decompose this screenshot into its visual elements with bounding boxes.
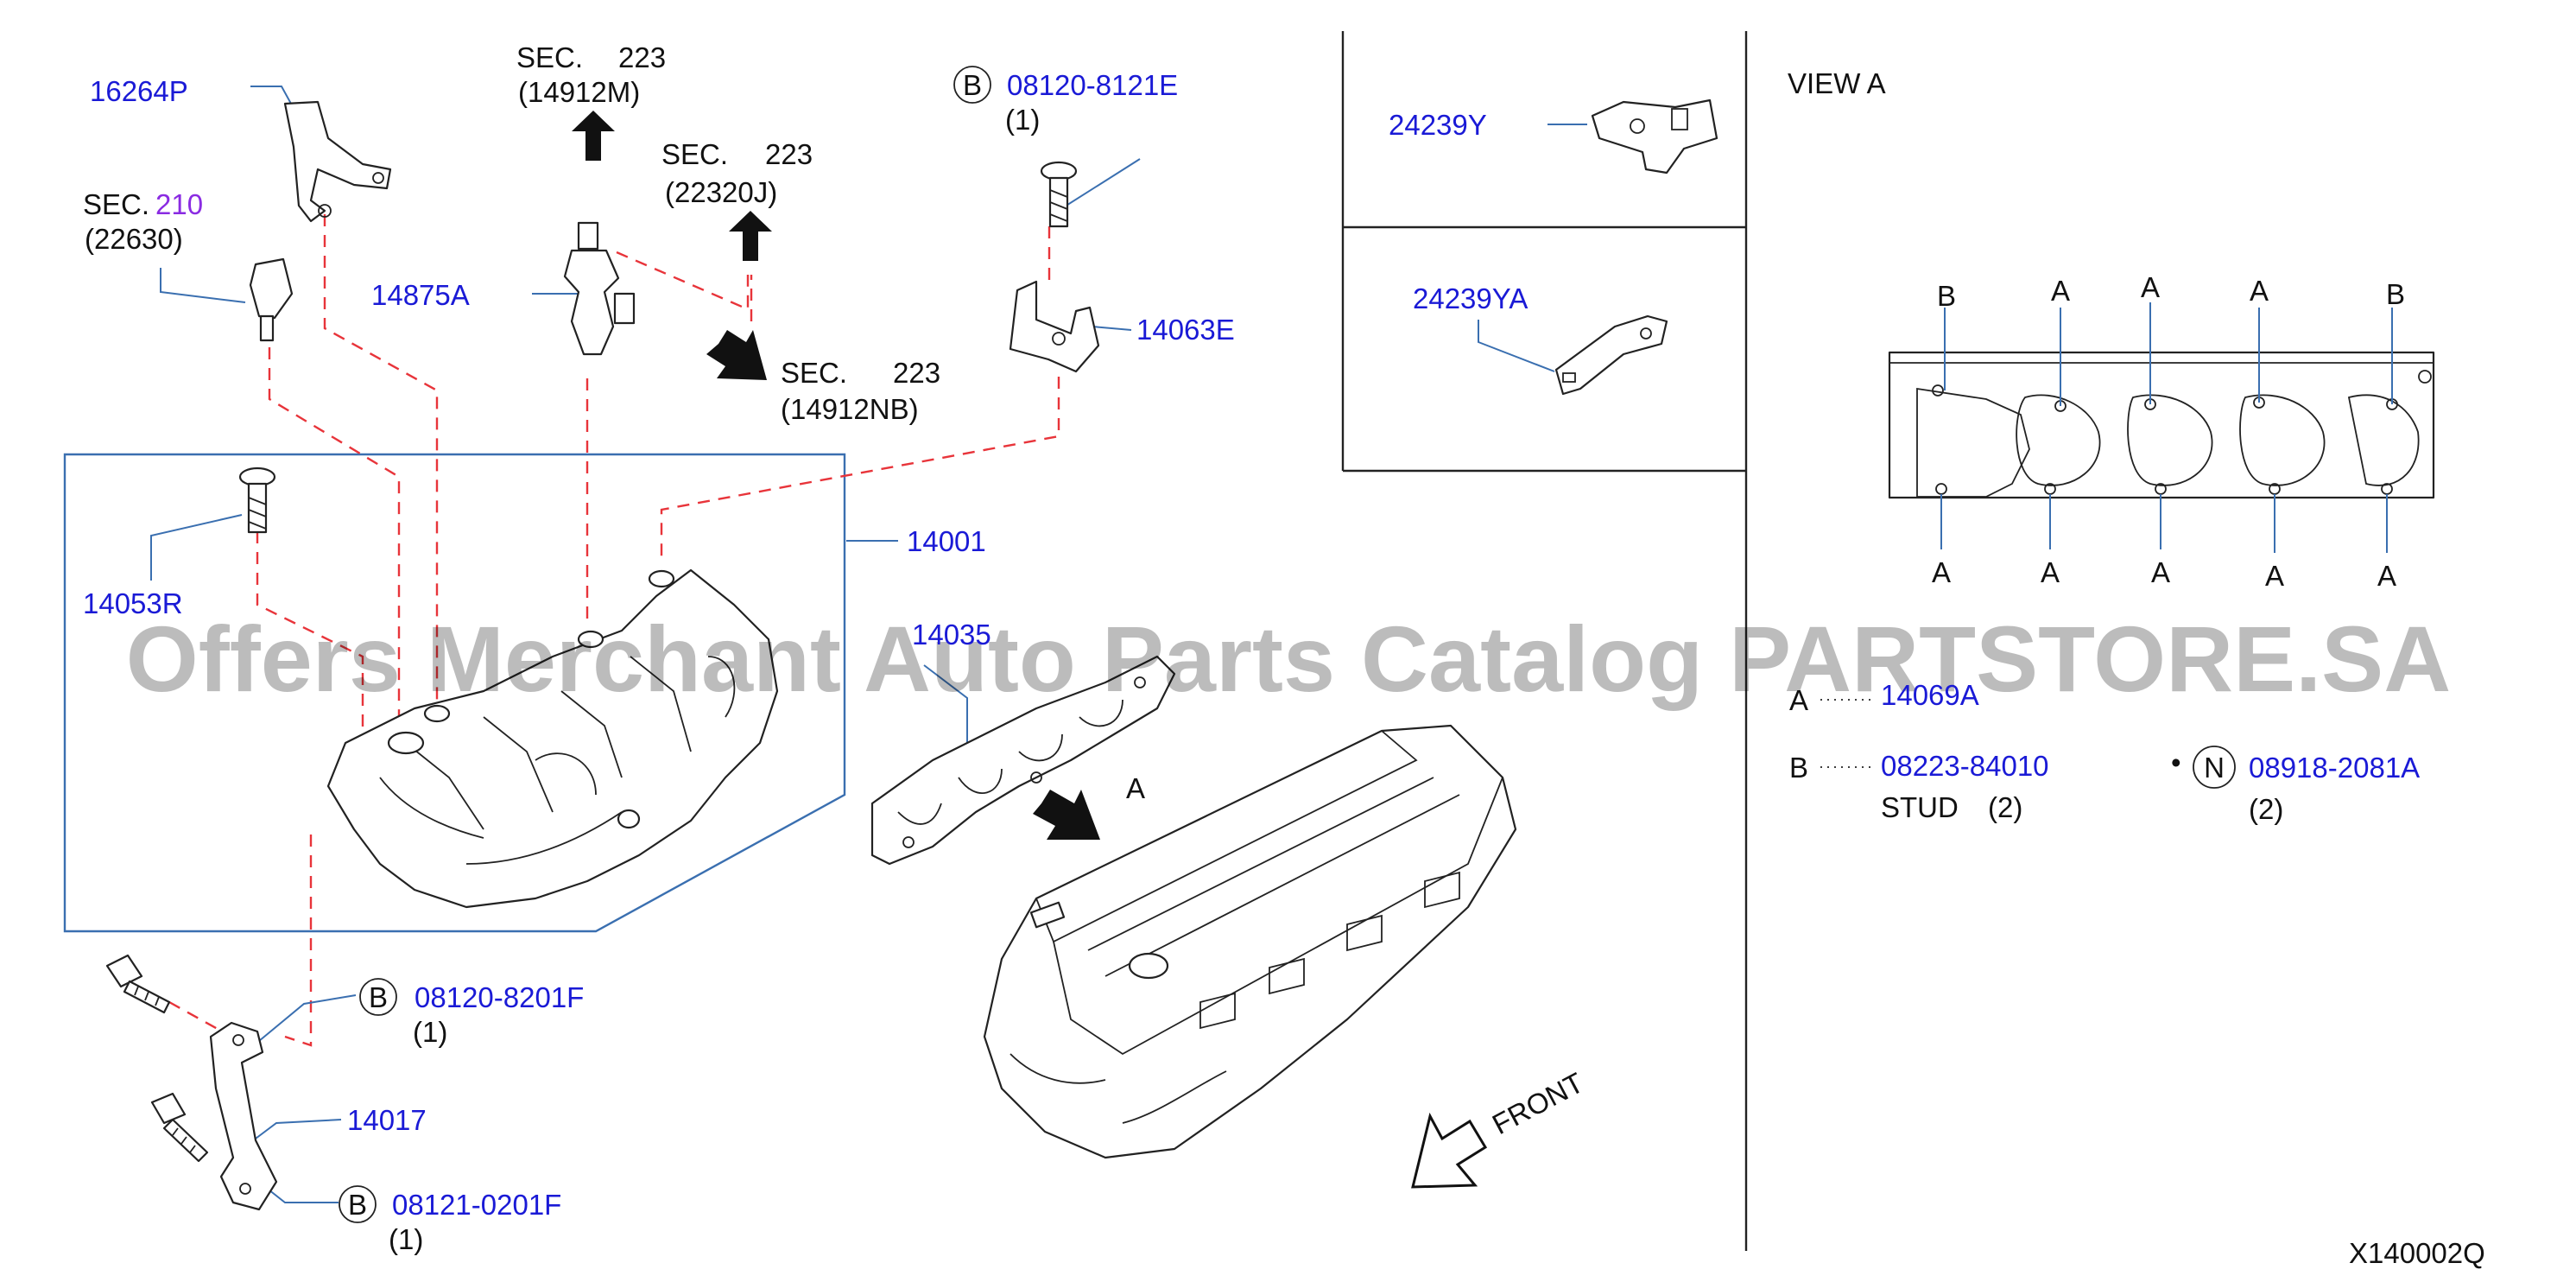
view-a-label: A (2051, 275, 2070, 307)
section-ref-number: 223 (618, 41, 666, 73)
section-ref-sec: SEC. (83, 188, 149, 220)
bolt-qty: (1) (389, 1223, 423, 1255)
gasket-14035-drawing (870, 655, 1176, 866)
bolt-prefix-b: B (963, 69, 982, 101)
section-ref-number: 223 (893, 357, 940, 389)
section-ref-code: (22630) (85, 223, 183, 255)
legend-b-part[interactable]: 08223-84010 (1881, 750, 2049, 782)
section-ref-223-22320j[interactable]: SEC. 223 (22320J) (661, 138, 813, 208)
injector-14875a-drawing (563, 221, 636, 356)
bolt-prefix-b: B (369, 981, 388, 1013)
section-ref-number: 223 (765, 138, 813, 170)
legend-a-key: A (1789, 684, 1808, 716)
arrow-right-14912nb-icon (706, 330, 767, 380)
view-a-label: A (2250, 275, 2269, 307)
view-a-bottom-labels: A A A A A (1932, 556, 2396, 592)
view-a-arrow-label: A (1126, 772, 1145, 804)
part-label-14063e[interactable]: 14063E (1136, 314, 1235, 346)
bracket-24239ya-drawing (1554, 314, 1668, 396)
bolt-number-08121-0201f[interactable]: 08121-0201F (392, 1189, 561, 1221)
view-a-title: VIEW A (1788, 67, 1886, 99)
part-label-14001[interactable]: 14001 (907, 525, 986, 557)
section-ref-210[interactable]: SEC. 210 (22630) (83, 188, 203, 255)
view-a-label: A (2041, 556, 2060, 588)
view-a-label: A (2377, 560, 2396, 592)
part-label-14875a[interactable]: 14875A (371, 279, 470, 311)
view-a-label: A (2265, 560, 2284, 592)
view-a-leaders (1940, 302, 2393, 553)
view-a-top-labels: B A A A B (1937, 271, 2405, 312)
front-arrow-icon (1411, 1112, 1488, 1189)
bolt-14053r-drawing (238, 466, 276, 534)
bolt-callout-08120-8121e[interactable]: B 08120-8121E (1) (953, 66, 1178, 136)
part-label-24239ya[interactable]: 24239YA (1413, 282, 1528, 314)
section-ref-code: (22320J) (665, 176, 777, 208)
legend-dot: • (2171, 746, 2181, 778)
view-a-label: B (2386, 278, 2405, 310)
legend-b-qty: (2) (1988, 791, 2022, 823)
sensor-22630-drawing (249, 257, 294, 342)
intake-manifold-14001-drawing (326, 568, 779, 909)
bolt-prefix-b: B (348, 1189, 367, 1221)
legend-n-key: N (2204, 752, 2225, 784)
view-a-label: A (2151, 556, 2170, 588)
view-a-label: A (1932, 556, 1951, 588)
bolt-08121-0201f-drawing (150, 1092, 209, 1163)
bolt-08120-8201f-drawing (105, 954, 171, 1014)
watermark: Offers Merchant Auto Parts Catalog PARTS… (126, 606, 2451, 711)
legend-b-desc: STUD (1881, 791, 1959, 823)
arrow-up-14912m-icon (572, 111, 615, 161)
bolt-callout-08121-0201f[interactable]: B 08121-0201F (1) (339, 1185, 561, 1255)
part-label-16264p[interactable]: 16264P (90, 75, 188, 107)
bolt-number-08120-8201f[interactable]: 08120-8201F (415, 981, 584, 1013)
section-ref-code: (14912NB) (781, 393, 919, 425)
assembly-dashed-lines (168, 214, 1060, 1047)
bracket-16264p-drawing (283, 100, 392, 223)
section-ref-sec: SEC. (516, 41, 583, 73)
section-ref-code: (14912M) (518, 76, 640, 108)
section-ref-223-14912m[interactable]: SEC. 223 (14912M) (516, 41, 666, 108)
bolt-callout-08120-8201f[interactable]: B 08120-8201F (1) (359, 978, 584, 1048)
bracket-24239y-drawing (1591, 98, 1718, 175)
cylinder-head-drawing (983, 724, 1517, 1159)
legend-n-qty: (2) (2249, 793, 2283, 825)
diagram-code: X140002Q (2349, 1237, 2485, 1269)
section-ref-number[interactable]: 210 (155, 188, 203, 220)
manifold-frame (63, 453, 846, 933)
part-label-14053r[interactable]: 14053R (83, 587, 183, 619)
bolt-qty: (1) (1005, 104, 1040, 136)
view-a-label: A (2141, 271, 2160, 303)
legend-n-circle (2193, 746, 2236, 789)
view-a-label: B (1937, 280, 1956, 312)
arrow-up-22320j-icon (729, 211, 772, 261)
part-label-24239y[interactable]: 24239Y (1389, 109, 1487, 141)
section-ref-223-14912nb[interactable]: SEC. 223 (14912NB) (781, 357, 940, 425)
part-label-14035[interactable]: 14035 (912, 619, 991, 651)
arrow-view-a-icon (1033, 790, 1100, 840)
section-ref-sec: SEC. (781, 357, 847, 389)
part-label-14017[interactable]: 14017 (347, 1104, 427, 1136)
bolt-qty: (1) (413, 1016, 447, 1048)
bolt-08120-8121e-drawing (1040, 161, 1078, 228)
front-label: FRONT (1487, 1066, 1589, 1140)
legend-b-key: B (1789, 752, 1808, 784)
legend-n-part[interactable]: 08918-2081A (2249, 752, 2420, 784)
section-ref-sec: SEC. (661, 138, 728, 170)
bolt-number-08120-8121e[interactable]: 08120-8121E (1007, 69, 1178, 101)
legend: A 14069A B 08223-84010 STUD (2) • N 0891… (1789, 679, 2420, 825)
legend-a-part[interactable]: 14069A (1881, 679, 1979, 711)
bracket-14017-drawing (209, 1021, 278, 1211)
bracket-14063e-drawing (1009, 280, 1100, 373)
view-a-head-drawing (1888, 351, 2435, 499)
